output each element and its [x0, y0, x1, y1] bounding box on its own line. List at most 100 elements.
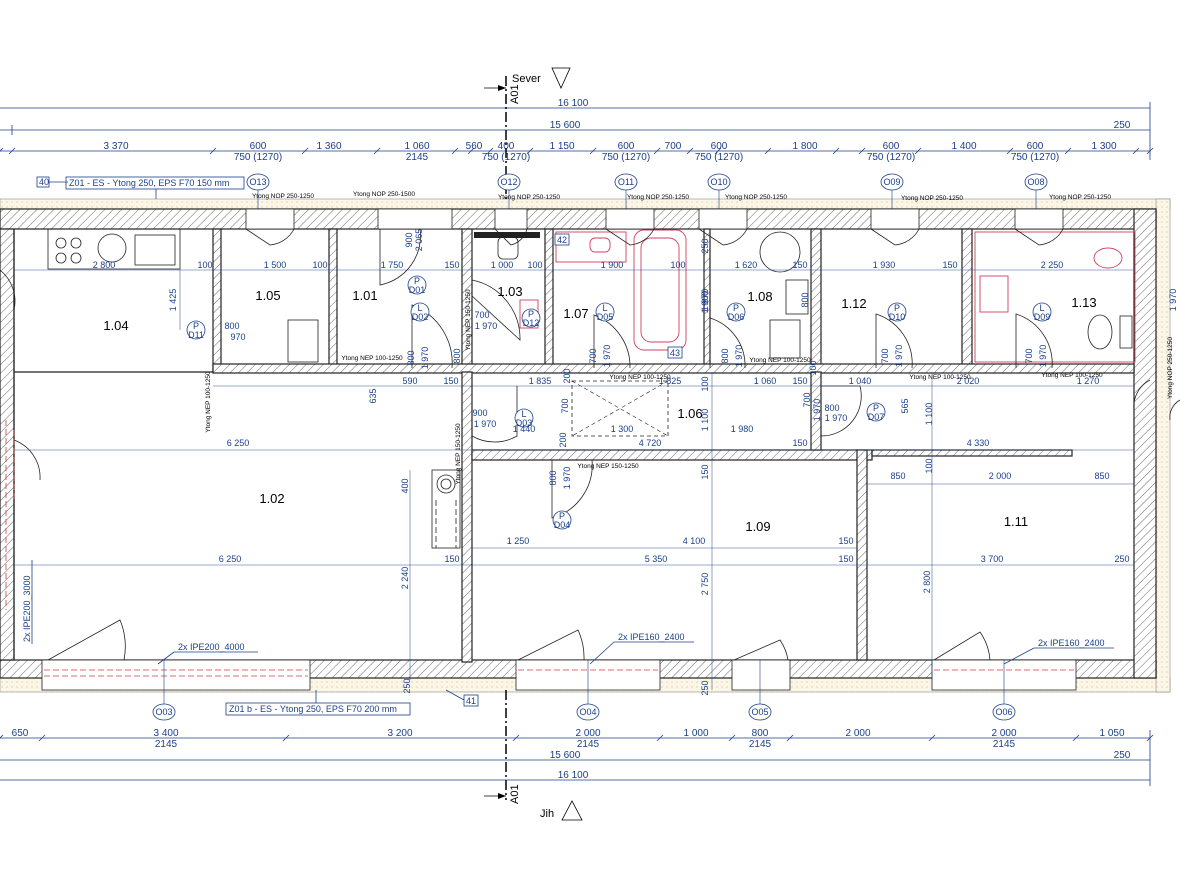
room-1-05: 1.05	[255, 288, 280, 303]
inner-dim-o25: 1 970	[812, 399, 822, 422]
dim-tick-top-15	[858, 147, 866, 155]
door-swing-2	[870, 228, 920, 246]
inner-dim-a11: 1 620	[735, 260, 758, 270]
dim-top-14: 1 300	[1091, 141, 1116, 152]
inner-dim-o16: 700	[880, 348, 890, 363]
inner-dim-b1: 590	[402, 376, 417, 386]
dim-bottom-5: 800	[752, 728, 769, 739]
inner-dim-o3: 900	[404, 232, 414, 247]
north-arrow-icon	[551, 67, 571, 89]
lintel-l7: Ytong NOP 250-1250	[1049, 194, 1111, 201]
dim-overall-bottom: 16 100	[558, 770, 589, 781]
door-hand-d12: P	[528, 309, 534, 319]
inner-dim-v10: 200	[558, 432, 568, 447]
door-tag-d10: D10	[889, 312, 906, 322]
dim-tick-top-6	[467, 147, 475, 155]
inner-dim-v7: 1 900	[700, 291, 710, 314]
dim-bottom-1: 3 400	[153, 728, 178, 739]
dim-row2-end-top: 250	[1114, 120, 1131, 131]
dim-tick-top-5	[451, 147, 459, 155]
inner-dim-v20: 100	[808, 360, 818, 375]
inner-dim-o19: 1 970	[825, 413, 848, 423]
inner-dim-o9: 1 970	[562, 467, 572, 490]
dim-tick-top-1	[8, 147, 16, 155]
inner-dim-a7: 1 000	[491, 260, 514, 270]
door-hand-d04: P	[559, 511, 565, 521]
section-label-bottom: A01	[509, 784, 521, 804]
dim-top-3: 1 060	[404, 141, 429, 152]
window-tag-o13: O13	[249, 177, 266, 187]
room-1-06: 1.06	[677, 406, 702, 421]
inner-dim-o23: 1 970	[700, 289, 710, 312]
wall-type-top: Z01 - ES - Ytong 250, EPS F70 150 mm	[69, 178, 229, 188]
beam-tag-1: 2x IPE200_4000	[178, 642, 245, 652]
inner-dim-o22: 800	[800, 292, 810, 307]
beam-tag-4: 2x IPE200_3000	[22, 575, 32, 642]
inner-dim-lines	[14, 269, 1134, 690]
room-1-07: 1.07	[563, 306, 588, 321]
room-1-08: 1.08	[747, 289, 772, 304]
dim-top-sub-3: 750 (1270)	[602, 152, 650, 163]
dim-tick-top-9	[589, 147, 597, 155]
door-swing-11	[471, 279, 521, 341]
room-1-12: 1.12	[841, 296, 866, 311]
inner-dim-c3: 1 300	[611, 424, 634, 434]
beam-tag-2: 2x IPE160_2400	[618, 632, 685, 642]
wall-tag-top: 40 Z01 - ES - Ytong 250, EPS F70 150 mm	[36, 176, 245, 228]
door-tag-d04: D04	[554, 520, 571, 530]
inner-dim-v4: 400	[400, 478, 410, 493]
inner-dim-v13: 2 750	[700, 573, 710, 596]
inner-dim-a6: 150	[444, 260, 459, 270]
dim-tick-bottom-5	[728, 734, 736, 742]
room-1-09: 1.09	[745, 519, 770, 534]
window-tag-o06: O06	[995, 707, 1012, 717]
inner-dim-e1: 1 250	[507, 536, 530, 546]
dim-bottom-8: 1 050	[1099, 728, 1124, 739]
lintel-n6: Ytong NEP 150-1250	[577, 463, 639, 470]
inner-dim-f1: 6 250	[219, 554, 242, 564]
inner-dim-v1: 1 425	[168, 289, 178, 312]
window-tag-o11: O11	[618, 177, 634, 187]
beam-tags: 2x IPE200_4000 2x IPE160_2400 2x IPE160_…	[22, 560, 1114, 665]
inner-dim-a2: 100	[197, 260, 212, 270]
inner-dim-c4: 1 980	[731, 424, 754, 434]
dim-bottom-2: 3 200	[387, 728, 412, 739]
inner-dim-a13: 1 930	[873, 260, 896, 270]
dim-tick-top-14	[832, 147, 840, 155]
inner-dim-b9: 1 270	[1077, 376, 1100, 386]
dim-row2-top: 15 600	[550, 120, 581, 131]
dim-tick-top-7	[486, 147, 494, 155]
inner-dim-f5: 3 700	[981, 554, 1004, 564]
window-swings	[47, 619, 991, 661]
lintel-l3: Ytong NOP 250-1250	[498, 194, 560, 201]
room-1-04: 1.04	[103, 318, 128, 333]
dim-top-sub-0: 750 (1270)	[234, 152, 282, 163]
inner-dim-o2: 970	[230, 332, 245, 342]
south-arrow-icon	[561, 800, 583, 821]
inner-dim-b7: 1 040	[849, 376, 872, 386]
dim-top-5: 400	[498, 141, 515, 152]
door-hand-d11: P	[193, 321, 199, 331]
callouts: 42 43 41 Z01 b - ES - Ytong 250, EPS F70…	[225, 233, 683, 716]
inner-dim-o20: 700	[1024, 348, 1034, 363]
inner-dim-o17: 1 970	[894, 345, 904, 368]
door-tag-circle-d07	[866, 402, 886, 422]
lintel-n7: Ytong NEP 150-1250	[465, 289, 472, 351]
inner-dim-c1: 6 250	[227, 438, 250, 448]
dim-tick-top-11	[686, 147, 694, 155]
door-tag-d01: D01	[409, 285, 426, 295]
door-tag-circle-d10	[887, 302, 907, 322]
door-hand-d06: P	[733, 303, 739, 313]
inner-dim-o18: 800	[824, 403, 839, 413]
dim-tick-top-10	[653, 147, 661, 155]
dim-row2-bottom: 15 600	[550, 750, 581, 761]
dim-row2-end-bottom: 250	[1114, 750, 1131, 761]
dim-top-9: 600	[711, 141, 728, 152]
door-swing-15	[379, 228, 421, 286]
door-tags: PD01LD02LD03PD04LD05PD06PD07LD09PD10PD11…	[186, 275, 1052, 530]
